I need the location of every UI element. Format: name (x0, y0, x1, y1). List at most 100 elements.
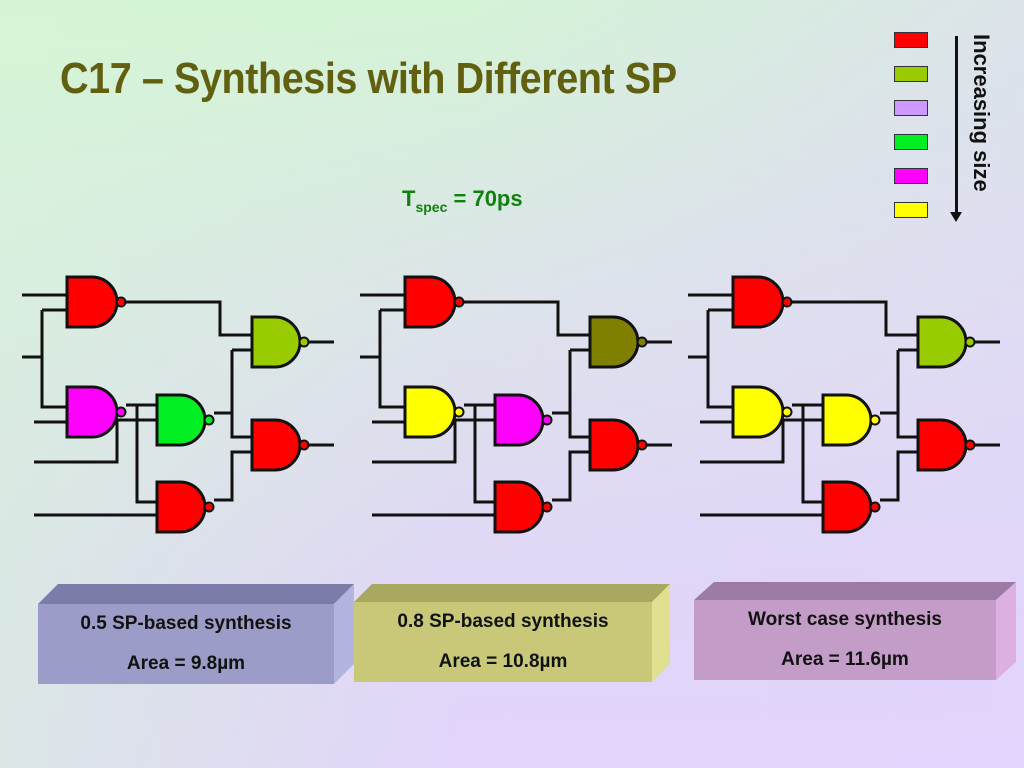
gate-body (250, 418, 302, 472)
caption-front: 0.5 SP-based synthesis Area = 9.8µm (38, 604, 334, 684)
wire (792, 300, 918, 337)
gate-body (403, 275, 457, 329)
tspec-value: = 70ps (453, 186, 523, 211)
gate-body (493, 480, 545, 534)
nand-gate-g1 (731, 275, 793, 329)
wire (552, 450, 590, 502)
gate-body (731, 275, 785, 329)
gate-body (821, 480, 873, 534)
wire (126, 300, 252, 337)
gate-body (493, 393, 545, 447)
box-3d-faces (38, 584, 354, 684)
gate-body (588, 418, 640, 472)
inversion-bubble-icon (636, 439, 648, 451)
caption-front: Worst case synthesis Area = 11.6µm (694, 600, 996, 680)
gate-body (250, 315, 302, 369)
inversion-bubble-icon (298, 439, 310, 451)
arrow-down-icon (950, 212, 962, 222)
gate-body (65, 275, 119, 329)
nand-gate-g4 (493, 480, 553, 534)
gate-body (65, 385, 119, 439)
caption-area: Area = 11.6µm (781, 649, 909, 670)
legend-swatch-magenta (894, 168, 928, 184)
nand-gate-g2 (403, 385, 465, 439)
inversion-bubble-icon (203, 501, 215, 513)
caption-box-worst-case: Worst case synthesis Area = 11.6µm (694, 582, 1016, 680)
legend-swatch-green (894, 134, 928, 150)
caption-area: Area = 9.8µm (126, 653, 246, 674)
gate-body (588, 315, 640, 369)
nand-gate-g5 (916, 315, 976, 369)
wire (880, 450, 918, 502)
wire (214, 450, 252, 502)
wires (360, 293, 672, 517)
box-3d-faces (354, 584, 670, 682)
slide-title: C17 – Synthesis with Different SP (60, 54, 677, 103)
gate-body (916, 315, 968, 369)
box-3d-faces (694, 582, 1016, 680)
wire (40, 310, 67, 409)
inversion-bubble-icon (541, 501, 553, 513)
wire (378, 310, 405, 409)
inversion-bubble-icon (781, 296, 793, 308)
box-side-face (996, 582, 1016, 680)
gate-body (403, 385, 457, 439)
box-side-face (334, 584, 354, 684)
wires (22, 293, 334, 517)
wire (896, 350, 918, 439)
wire (230, 350, 252, 439)
nand-gate-g4 (821, 480, 881, 534)
legend-swatch-lavender (894, 100, 928, 116)
circuit-sp-0.5 (22, 275, 334, 534)
box-top-face (694, 582, 1016, 600)
wires (688, 293, 1000, 517)
nand-gate-g5 (250, 315, 310, 369)
nand-gate-g2 (731, 385, 793, 439)
wire (568, 350, 590, 439)
caption-title: 0.8 SP-based synthesis (397, 611, 609, 632)
caption-box-sp-0.5: 0.5 SP-based synthesis Area = 9.8µm (38, 584, 354, 684)
caption-box-sp-0.8: 0.8 SP-based synthesis Area = 10.8µm (354, 584, 670, 682)
nand-gate-g6 (588, 418, 648, 472)
inversion-bubble-icon (869, 414, 881, 426)
inversion-bubble-icon (298, 336, 310, 348)
inversion-bubble-icon (203, 414, 215, 426)
nand-gate-g1 (403, 275, 465, 329)
nand-gate-g3 (821, 393, 881, 447)
legend-label: Increasing size (969, 34, 994, 192)
inversion-bubble-icon (453, 406, 465, 418)
nand-gate-g3 (155, 393, 215, 447)
wire (464, 300, 590, 337)
legend-swatch-red (894, 32, 928, 48)
caption-title: Worst case synthesis (748, 609, 942, 630)
inversion-bubble-icon (964, 336, 976, 348)
inversion-bubble-icon (781, 406, 793, 418)
nand-gate-g6 (250, 418, 310, 472)
wire (135, 405, 157, 504)
nand-gate-g1 (65, 275, 127, 329)
nand-gate-g5 (588, 315, 648, 369)
caption-front: 0.8 SP-based synthesis Area = 10.8µm (354, 602, 652, 682)
tspec-subscript: spec (415, 199, 448, 215)
nand-gate-g2 (65, 385, 127, 439)
gate-body (155, 393, 207, 447)
wire (706, 310, 733, 409)
legend-swatch-olive-green (894, 66, 928, 82)
legend-swatch-yellow (894, 202, 928, 218)
caption-area: Area = 10.8µm (438, 651, 568, 672)
gate-body (155, 480, 207, 534)
inversion-bubble-icon (869, 501, 881, 513)
inversion-bubble-icon (541, 414, 553, 426)
wire (473, 405, 495, 504)
timing-spec: Tspec = 70ps (402, 186, 523, 215)
gate-body (916, 418, 968, 472)
tspec-symbol: T (402, 186, 416, 211)
nand-gate-g4 (155, 480, 215, 534)
box-top-face (38, 584, 354, 604)
inversion-bubble-icon (453, 296, 465, 308)
gate-body (731, 385, 785, 439)
gate-body (821, 393, 873, 447)
inversion-bubble-icon (636, 336, 648, 348)
inversion-bubble-icon (115, 406, 127, 418)
increasing-size-arrow (955, 36, 958, 214)
